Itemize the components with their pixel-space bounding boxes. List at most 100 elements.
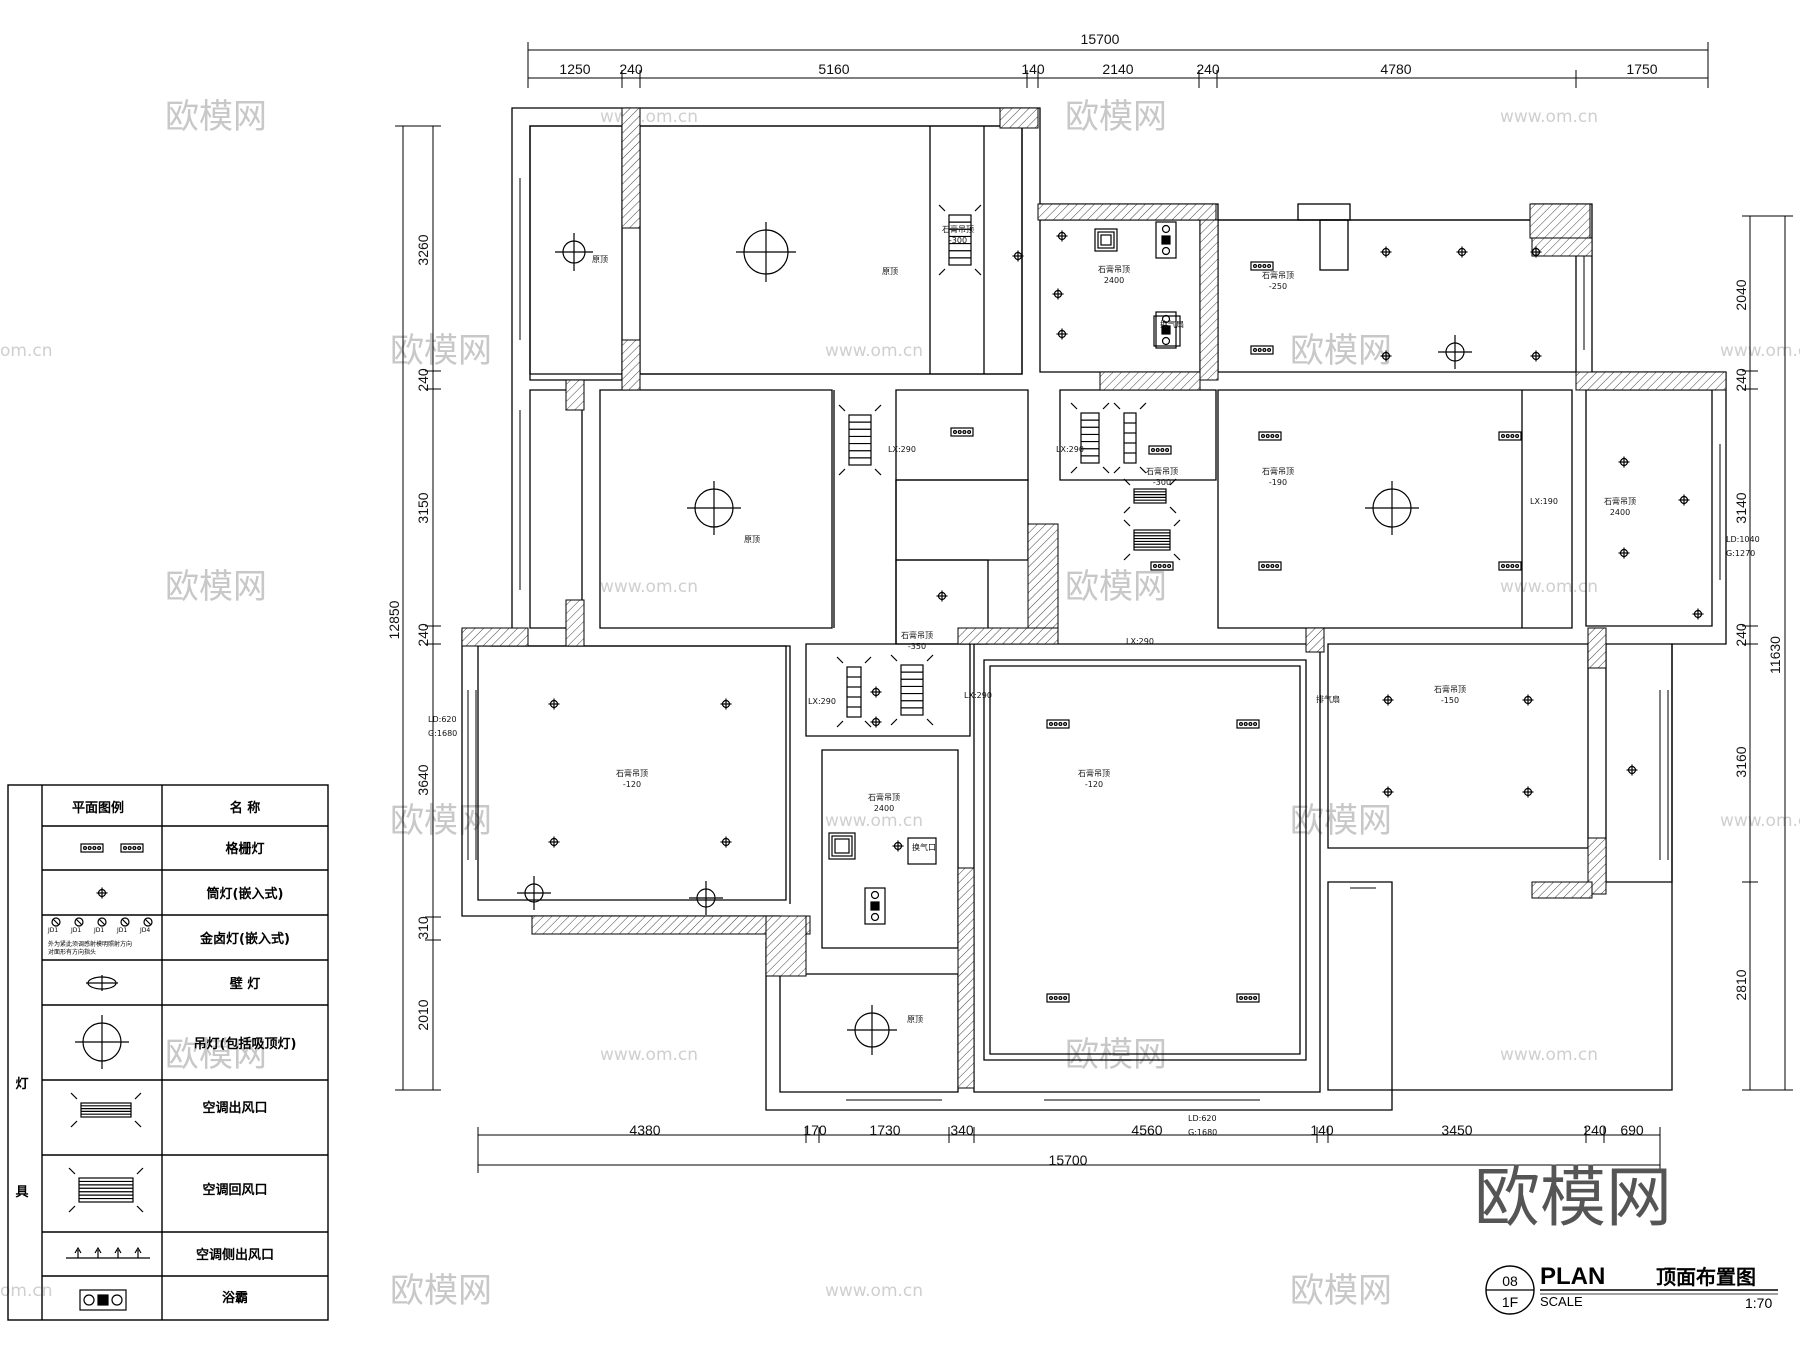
downlight-icon (1380, 246, 1392, 258)
grille-light-icon (1258, 431, 1282, 441)
grille-light-icon (1250, 345, 1274, 355)
dim-right-4: 240 (1733, 623, 1749, 647)
downlight-icon (1456, 246, 1468, 258)
watermark-url: www.om.cn (825, 811, 923, 831)
watermark-url: www.om.cn (600, 577, 698, 597)
dim-right-6: 2810 (1733, 969, 1749, 1000)
watermark-brand: 欧模网 (1065, 567, 1167, 607)
ac-return-icon (838, 404, 882, 476)
legend-category: 灯 (15, 1076, 28, 1092)
dim-right-1: 2040 (1733, 279, 1749, 310)
room-label: 石膏吊顶-300 (1146, 466, 1178, 487)
watermark-url: om.cn (0, 341, 53, 361)
legend-item-name: 吊灯(包括吸顶灯) (194, 1036, 297, 1052)
dim-bottom-2: 170 (803, 1122, 827, 1138)
room-label: 石膏吊顶-120 (1078, 768, 1110, 789)
watermark-layer: 欧模网 欧模网 欧模网 欧模网 欧模网 欧模网 欧模网 欧模网 欧模网 欧模网 … (0, 97, 1800, 1311)
downlight-icon (1056, 328, 1068, 340)
dim-top-3: 5160 (818, 61, 849, 77)
annotation-ld: LD:620 (1188, 1114, 1217, 1123)
dim-top-8: 1750 (1626, 61, 1657, 77)
ac-return-icon (68, 1167, 144, 1213)
watermark-url: www.om.cn (1500, 577, 1598, 597)
ac-side-outlet-icon (66, 1246, 150, 1259)
dim-left-5: 3640 (415, 764, 431, 795)
downlight-icon (1052, 288, 1064, 300)
legend-code: JD1 (93, 927, 104, 934)
watermark-brand: 欧模网 (165, 97, 267, 137)
dim-left-3: 3150 (415, 492, 431, 523)
annotation-g: G:1680 (428, 729, 457, 738)
downlight-icon (1380, 350, 1392, 362)
brand-watermark-large: 欧模网 (1474, 1159, 1672, 1236)
downlight-icon (1692, 608, 1704, 620)
pendant-light-icon (75, 1015, 129, 1069)
dim-bottom-6: 140 (1310, 1122, 1334, 1138)
annotations: LX:290 LX:290 LX:290 LX:290 LX:290 LX:19… (428, 319, 1760, 1137)
grille-light-icon (1250, 261, 1274, 271)
legend-item-name: 壁 灯 (230, 976, 261, 992)
annotation-fan: 换气扇 (1160, 319, 1184, 329)
downlight-icon (1522, 694, 1534, 706)
grille-light-icon (1236, 719, 1260, 729)
watermark-url: www.om.cn (600, 107, 698, 127)
annotation-fan: 排气扇 (1316, 694, 1340, 704)
annotation-ld: LD:620 (428, 715, 457, 724)
title-block: 欧模网 08 1F PLAN SCALE 顶面布置图 1:70 (1474, 1159, 1778, 1315)
room-label: 石膏吊顶-250 (1262, 270, 1294, 291)
watermark-brand: 欧模网 (1290, 1271, 1392, 1311)
watermark-url: www.om.cn (600, 1045, 698, 1065)
metal-halide-light-icon (51, 917, 61, 927)
dim-left-6: 310 (415, 916, 431, 940)
annotation-fan: 换气口 (912, 842, 936, 852)
metal-halide-light-icon (143, 917, 153, 927)
floor-plan-walls (461, 107, 1727, 1111)
grille-light-icon (950, 427, 974, 437)
downlight-icon (936, 590, 948, 602)
downlight-icon (1382, 786, 1394, 798)
dim-bottom-7: 3450 (1441, 1122, 1472, 1138)
downlight-icon (1530, 350, 1542, 362)
bath-heater-icon (1155, 221, 1177, 259)
exhaust-fan-icon (1153, 315, 1181, 347)
watermark-url: www.om.cn (1720, 811, 1800, 831)
downlight-icon (870, 716, 882, 728)
dim-bottom-8: 240 (1583, 1122, 1607, 1138)
legend-item-name: 筒灯(嵌入式) (207, 886, 284, 902)
sheet-floor: 1F (1502, 1294, 1518, 1310)
wall-light-icon (86, 975, 118, 991)
watermark-url: om.cn (0, 1281, 53, 1301)
annotation-lx: LX:290 (888, 445, 916, 454)
watermark-url: www.om.cn (1500, 107, 1598, 127)
legend-header-symbol: 平面图例 (72, 800, 124, 816)
bath-heater-icon (1155, 311, 1177, 349)
dim-left-7: 2010 (415, 999, 431, 1030)
dim-top-6: 240 (1196, 61, 1220, 77)
pendant-light-icon (1365, 481, 1419, 535)
ac-return-icon (1123, 519, 1181, 561)
watermark-brand: 欧模网 (390, 331, 492, 371)
legend-code: JD1 (116, 927, 127, 934)
legend-item-name: 空调出风口 (202, 1100, 267, 1116)
dim-bottom-9: 690 (1620, 1122, 1644, 1138)
downlight-icon (548, 836, 560, 848)
watermark-brand: 欧模网 (390, 801, 492, 841)
room-label: 石膏吊顶-300 (942, 224, 974, 245)
grille-light-icon (1150, 561, 1174, 571)
downlight-icon (1678, 494, 1690, 506)
downlight-icon (720, 698, 732, 710)
room-label: 原顶 (882, 267, 898, 276)
legend-table: 平面图例 名 称 灯 具 格栅灯 筒灯(嵌入式) 金卤灯(嵌入式) 壁 灯 吊灯… (7, 784, 329, 1321)
dim-right-5: 3160 (1733, 746, 1749, 777)
exhaust-fan-icon (1094, 228, 1118, 252)
dim-left-1: 3260 (415, 234, 431, 265)
ac-return-icon (938, 204, 982, 276)
drawing-title: 顶面布置图 (1656, 1265, 1756, 1289)
grille-light-icon (1498, 561, 1522, 571)
dim-right-total: 11630 (1767, 636, 1783, 674)
dim-top-1: 1250 (559, 61, 590, 77)
downlight-icon (548, 698, 560, 710)
dim-right-2: 240 (1733, 368, 1749, 392)
legend-metal-halide-codes: JD1 JD1 JD1 JD1 JD4 外为紧此须调感射模明照射方向 对面形有方… (47, 927, 150, 956)
